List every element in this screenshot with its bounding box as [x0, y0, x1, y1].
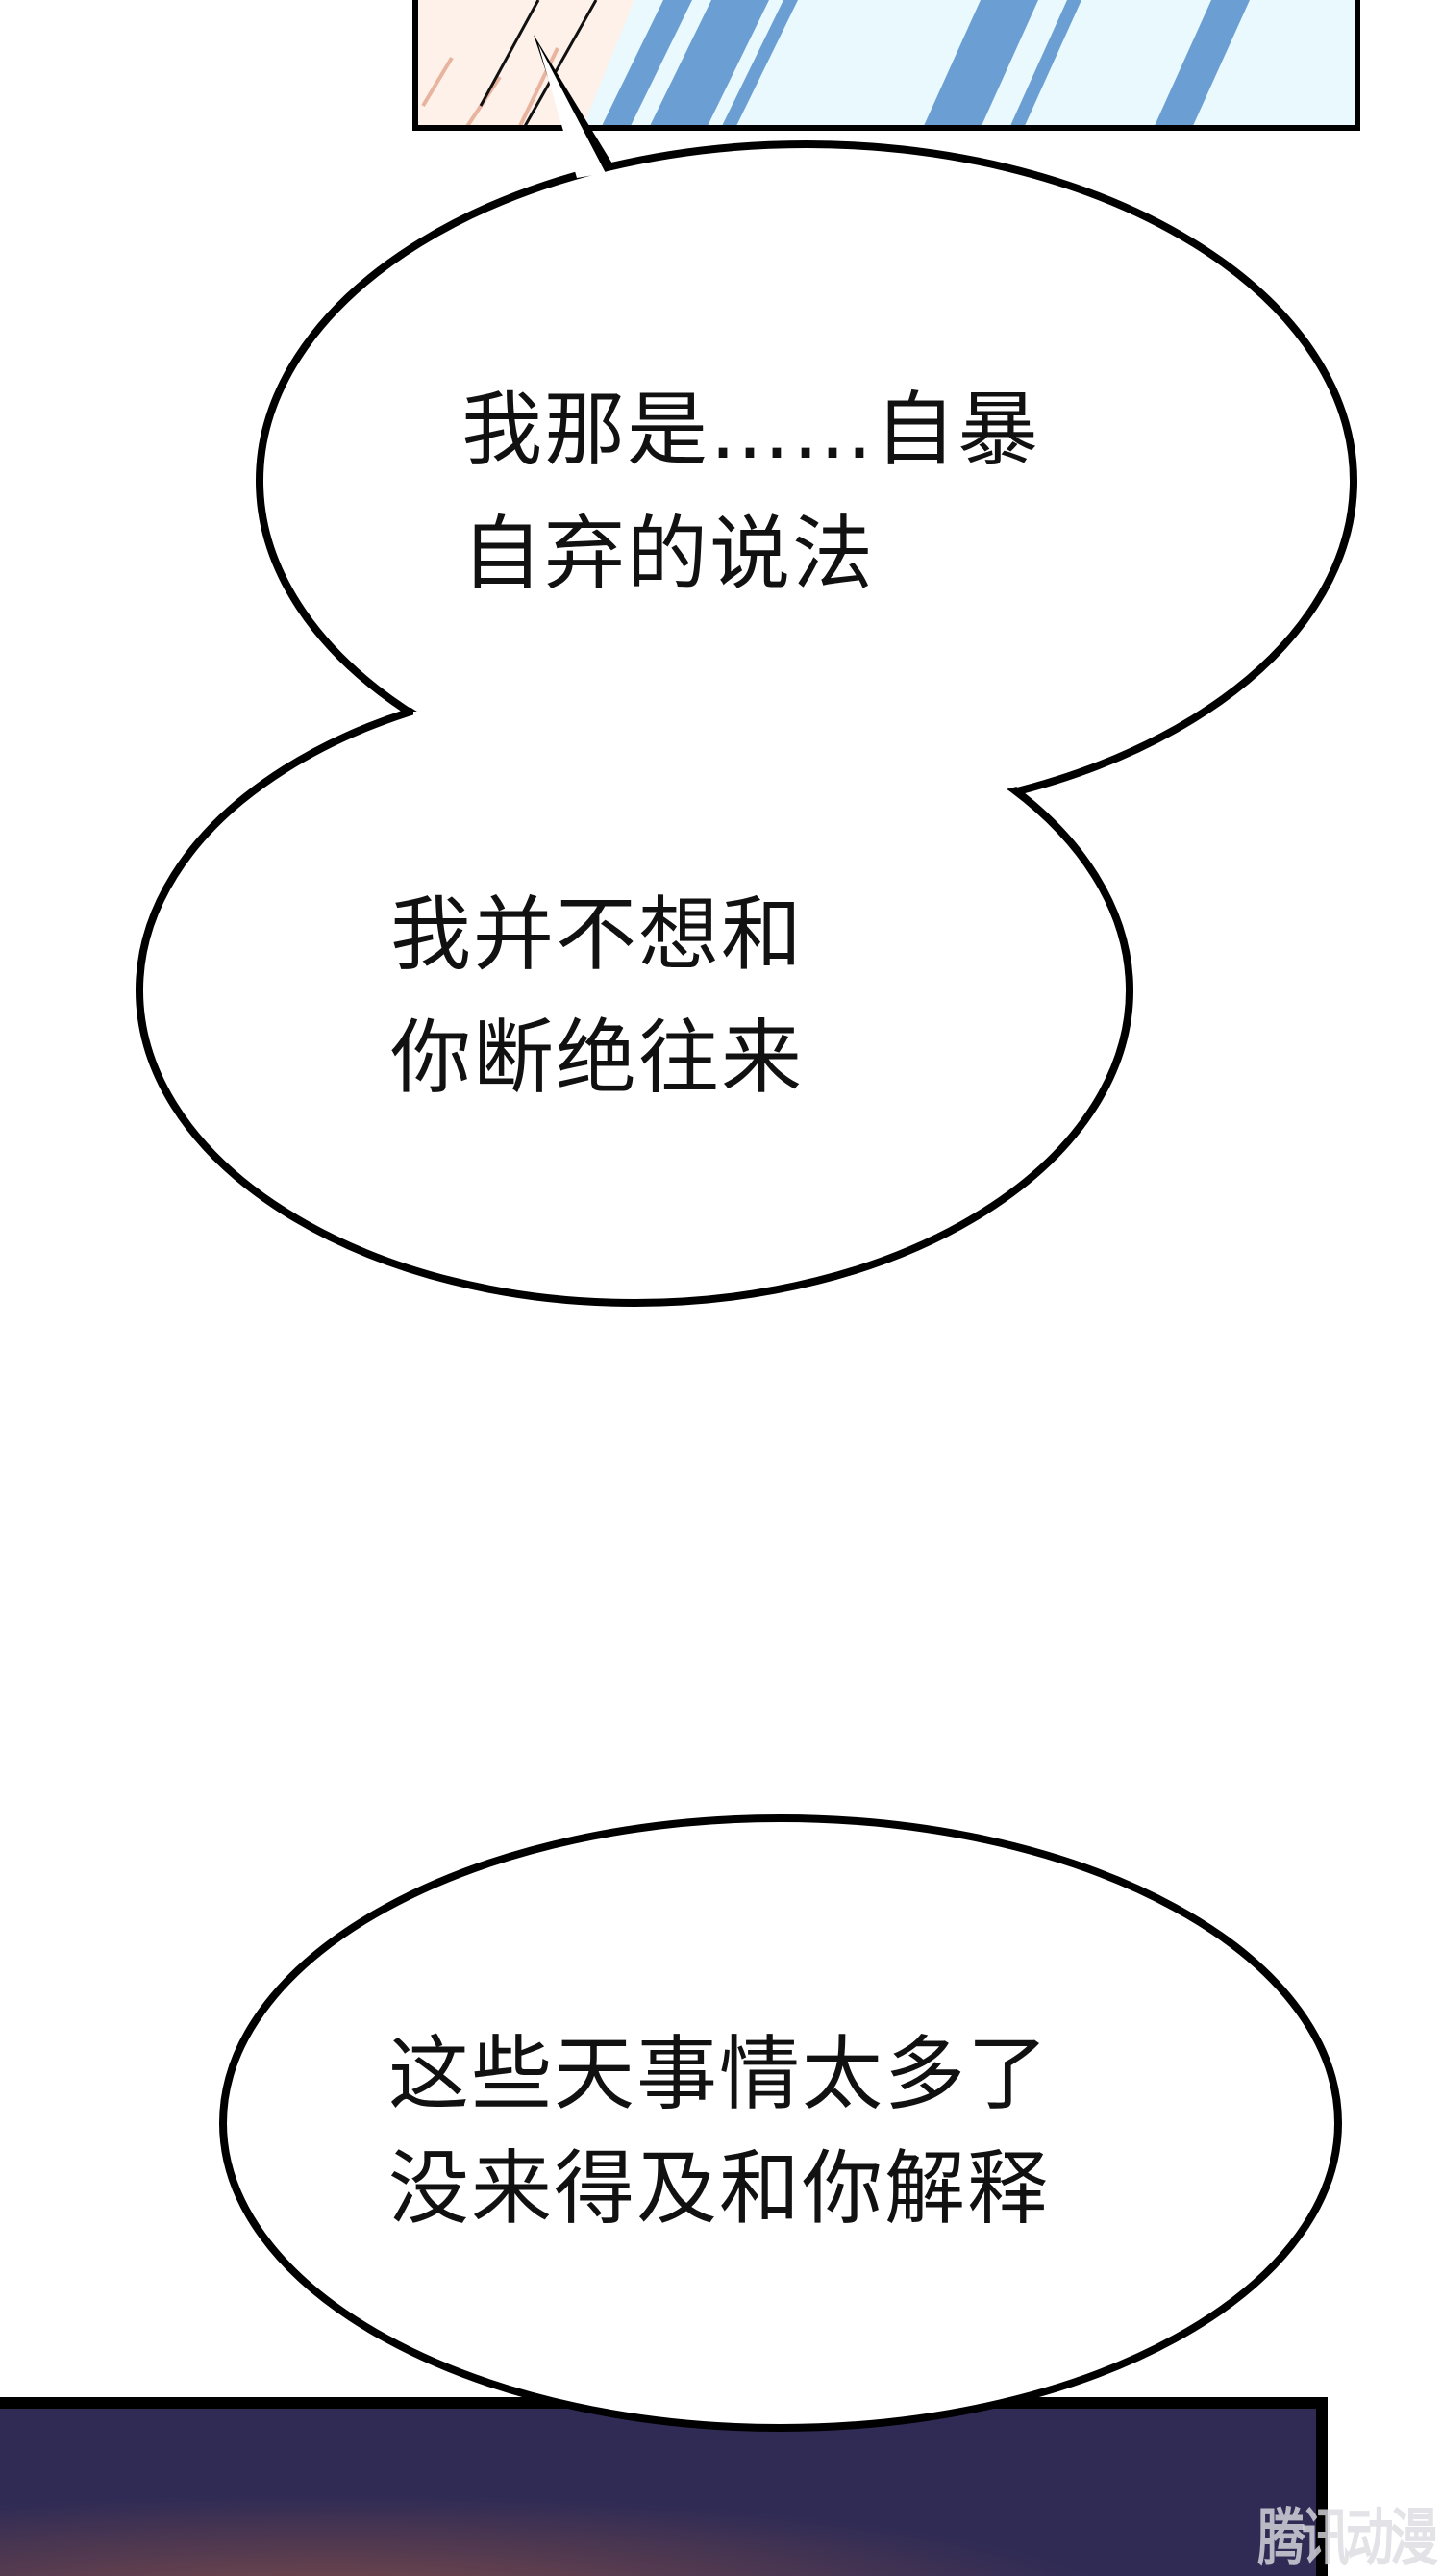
speed-stripes — [601, 0, 1250, 128]
bubble-3-line-2: 没来得及和你解释 — [388, 2141, 1051, 2236]
speech-bubble-double — [136, 35, 1357, 1307]
bubble-1-line-2: 自弃的说法 — [461, 507, 876, 601]
bubble-2-line-1: 我并不想和 — [390, 888, 805, 982]
bubble-3-line-1: 这些天事情太多了 — [388, 2027, 1051, 2121]
top-panel — [412, 0, 1360, 131]
bubble-2-line-2: 你断绝往来 — [390, 1011, 805, 1105]
bottom-panel — [0, 2397, 1328, 2576]
speech-bubble-3 — [219, 1814, 1342, 2432]
watermark-logo: 腾讯动漫 — [1257, 2501, 1438, 2574]
bubble-1-line-1: 我那是……自暴 — [461, 383, 1041, 477]
